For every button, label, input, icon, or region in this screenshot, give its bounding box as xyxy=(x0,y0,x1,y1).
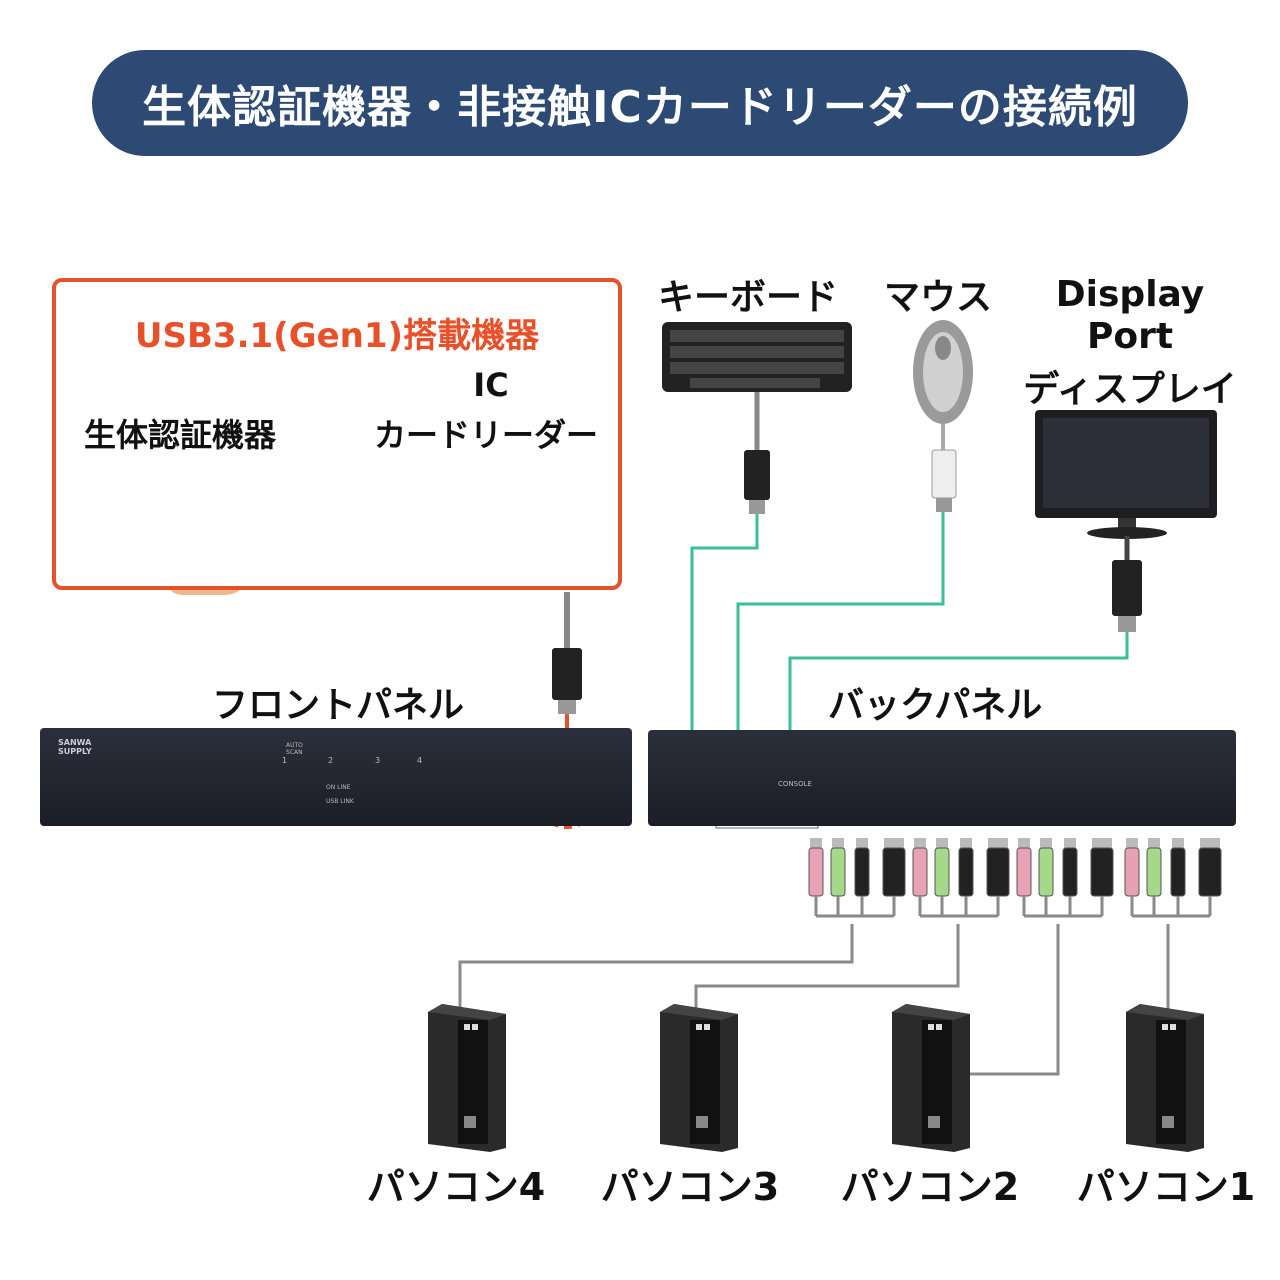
back-console: CONSOLE xyxy=(778,780,812,788)
front-panel: SANWA SUPPLY 1 2 3 4 AUTO SCAN ON LINE U… xyxy=(40,728,632,826)
pc-label-3: パソコン3 xyxy=(600,1165,780,1209)
keyboard-label: キーボード xyxy=(658,277,839,318)
front-autoscan: AUTO SCAN xyxy=(286,742,303,756)
pc-icon xyxy=(1126,1004,1204,1152)
biometric-label: 生体認証機器 xyxy=(84,416,277,454)
computers xyxy=(428,1004,1204,1152)
plug-group xyxy=(1016,838,1114,918)
back-panel: CONSOLE xyxy=(648,730,1236,826)
usb-box-heading: USB3.1(Gen1)搭載機器 xyxy=(134,316,540,356)
card-reader-label: カードリーダー xyxy=(373,416,598,454)
mouse-label: マウス xyxy=(884,277,993,318)
front-panel-label: フロントパネル xyxy=(212,685,465,726)
pc-label-2: パソコン2 xyxy=(840,1165,1020,1209)
usb-device-box: USB3.1(Gen1)搭載機器 生体認証機器 IC カードリーダー xyxy=(52,278,622,590)
keyboard-icon xyxy=(662,322,852,514)
plug-group xyxy=(912,838,1010,918)
ic-label: IC xyxy=(473,366,509,404)
back-panel-label: バックパネル xyxy=(828,685,1043,726)
computer-cables xyxy=(458,838,1222,1076)
front-port-2: 2 xyxy=(328,756,334,765)
pc-icon xyxy=(660,1004,738,1152)
mouse-icon xyxy=(913,320,973,512)
pc-icon xyxy=(428,1004,506,1152)
monitor-icon xyxy=(1035,410,1217,632)
display-label-line1: Display xyxy=(1055,274,1205,315)
title-banner: 生体認証機器・非接触ICカードリーダーの接続例 xyxy=(92,50,1188,156)
front-usblink: USB LINK xyxy=(326,798,354,805)
front-brand: SANWA SUPPLY xyxy=(58,738,92,756)
front-online: ON LINE xyxy=(326,784,351,791)
pc-icon xyxy=(892,1004,970,1152)
display-label-line2: Port xyxy=(1086,316,1174,357)
pc-label-1: パソコン1 xyxy=(1076,1165,1256,1209)
plug-group xyxy=(1124,838,1222,918)
front-port-3: 3 xyxy=(375,756,381,765)
page-title: 生体認証機器・非接触ICカードリーダーの接続例 xyxy=(142,82,1138,133)
display-label-line3: ディスプレイ xyxy=(1023,369,1237,410)
front-port-4: 4 xyxy=(417,756,423,765)
front-port-1: 1 xyxy=(282,756,288,765)
plug-group xyxy=(808,838,906,918)
pc-label-4: パソコン4 xyxy=(366,1165,546,1209)
